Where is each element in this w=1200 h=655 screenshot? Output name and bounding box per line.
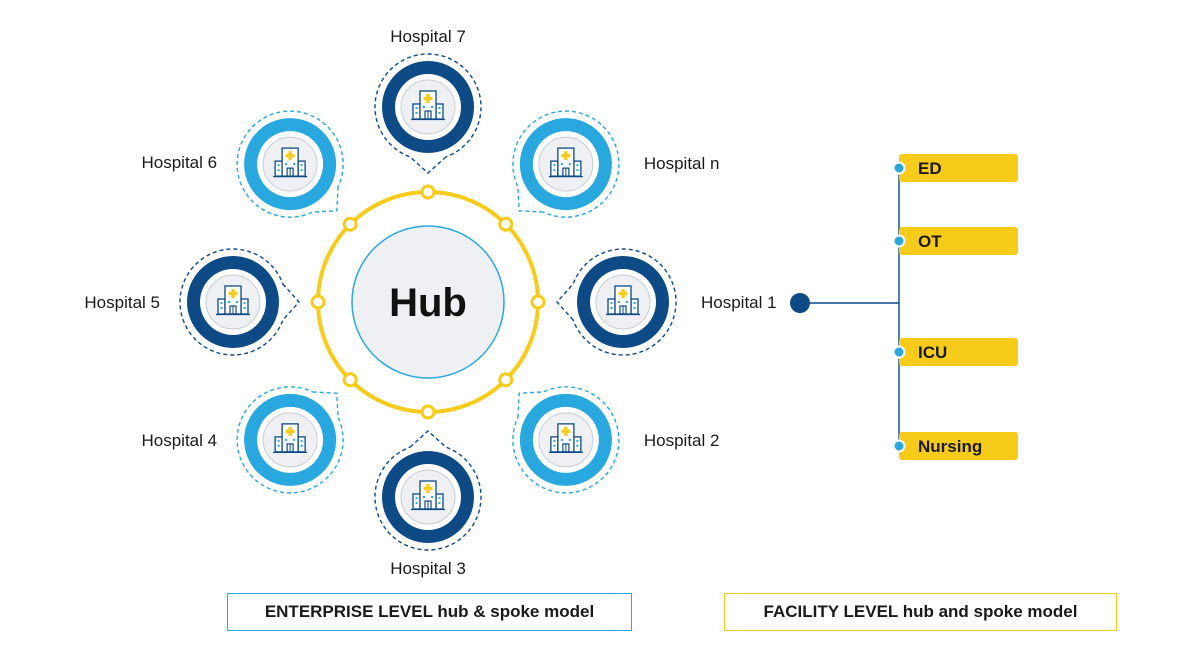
hospital-node: Hospital 2: [498, 372, 720, 494]
department-node: Nursing: [892, 432, 1018, 460]
hospital-building-icon: [411, 480, 445, 511]
department-box: [899, 227, 1018, 255]
hospital-building-icon: [273, 423, 308, 454]
hub-node: Hub: [351, 225, 505, 379]
hospital-label: Hospital 2: [644, 431, 720, 450]
department-connector-dot: [892, 345, 906, 359]
hospital-node: Hospital 6: [142, 110, 358, 232]
hospital-node: Hospital 1: [530, 248, 777, 356]
facility-hub-dot: [790, 293, 810, 313]
hospital-node: Hospital n: [498, 110, 720, 232]
ring-connector-dot: [530, 294, 546, 310]
hospital-label: Hospital 5: [84, 293, 160, 312]
hospital-node: Hospital 5: [84, 248, 326, 356]
facility-tree: ED OT ICU Nursing: [790, 154, 1018, 460]
hospital-building-icon: [411, 90, 445, 121]
department-connector-dot: [892, 234, 906, 248]
hub-label: Hub: [389, 281, 467, 325]
hospital-spokes: Hospital 7 Hospital n Hospital 1 Hospital 2…: [84, 27, 776, 578]
hospital-label: Hospital 4: [142, 431, 218, 450]
department-box: [899, 432, 1018, 460]
hospital-label: Hospital n: [644, 154, 720, 173]
hospital-node: Hospital 7: [374, 27, 482, 200]
department-node: OT: [892, 227, 1018, 255]
department-connector-dot: [892, 161, 906, 175]
hospital-label: Hospital 1: [701, 293, 777, 312]
ring-connector-dot: [342, 372, 358, 388]
ring-connector-dot: [420, 184, 436, 200]
hospital-node: Hospital 3: [374, 404, 482, 578]
department-label: Nursing: [918, 437, 982, 456]
hub-circle: [351, 225, 505, 379]
enterprise-caption: ENTERPRISE LEVEL hub & spoke model: [227, 593, 632, 631]
hospital-building-icon: [606, 285, 640, 316]
ring-connector-dot: [342, 216, 358, 232]
department-node: ED: [892, 154, 1018, 182]
ring-connector-dot: [498, 216, 514, 232]
department-label: ICU: [918, 343, 947, 362]
facility-caption: FACILITY LEVEL hub and spoke model: [724, 593, 1117, 631]
ring-connector-dot: [498, 372, 514, 388]
hospital-building-icon: [548, 147, 583, 178]
hospital-label: Hospital 6: [142, 153, 218, 172]
department-box: [899, 154, 1018, 182]
department-label: OT: [918, 232, 942, 251]
hospital-node: Hospital 4: [142, 372, 358, 494]
ring-connector-dot: [310, 294, 326, 310]
hospital-building-icon: [273, 147, 308, 178]
ring-connector-dot: [420, 404, 436, 420]
hospital-label: Hospital 3: [390, 559, 466, 578]
hospital-label: Hospital 7: [390, 27, 466, 46]
hospital-building-icon: [216, 285, 250, 316]
department-connector-dot: [892, 439, 906, 453]
department-label: ED: [918, 159, 942, 178]
hospital-building-icon: [548, 423, 583, 454]
department-box: [899, 338, 1018, 366]
department-node: ICU: [892, 338, 1018, 366]
